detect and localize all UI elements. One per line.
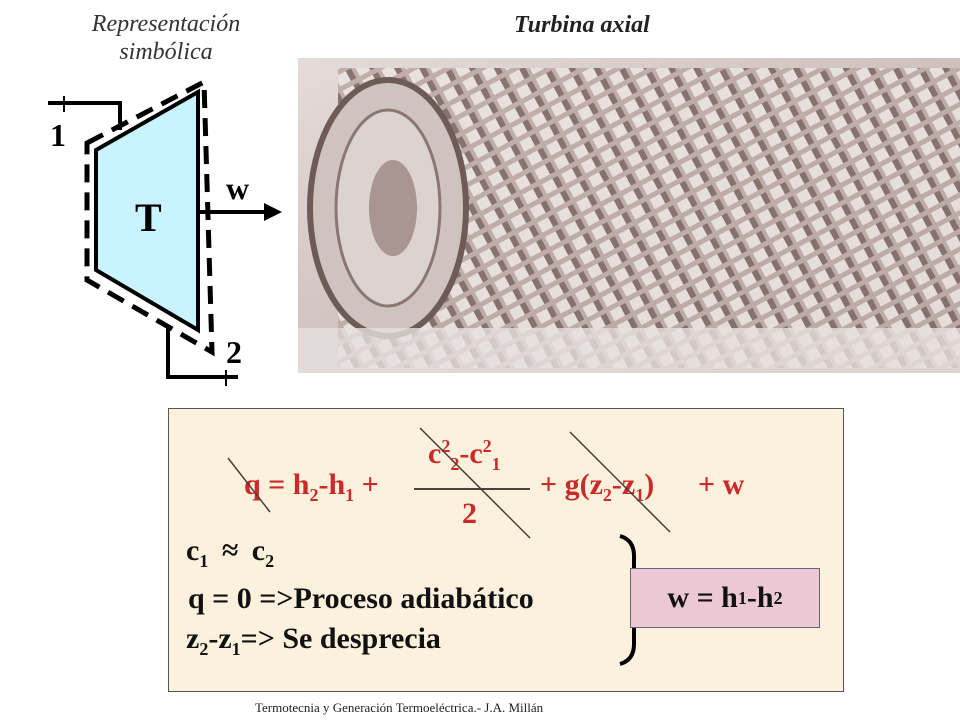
cond-c2: c: [251, 534, 266, 567]
strike-potential: [569, 431, 671, 533]
eq-sub-h1: 1: [345, 485, 355, 505]
cond-rest: => Se desprecia: [240, 622, 441, 655]
eq-close-paren: ): [644, 468, 655, 501]
energy-balance-box: [168, 408, 844, 692]
photo-title: Turbina axial: [514, 12, 650, 38]
eq-sub-z1: 1: [635, 485, 645, 505]
outlet-label: 2: [226, 334, 242, 370]
eq-work-term: + w: [698, 468, 745, 501]
eq-g-term: + g(z: [540, 468, 603, 501]
eq-sub-z2: 2: [602, 485, 612, 505]
numerator-sup-1: 2: [441, 436, 451, 456]
work-label: w: [226, 170, 250, 206]
adiabatic-condition: q = 0 =>Proceso adiabático: [188, 582, 534, 615]
cond-minus-z: -z: [208, 622, 232, 655]
cond-z-sub-2: 2: [199, 639, 209, 659]
axial-turbine-photo: [298, 58, 960, 373]
result-sub-2: 2: [773, 587, 783, 608]
numerator-sub-1: 2: [450, 454, 460, 474]
inlet-label: 1: [50, 117, 66, 153]
eq-minus-h: -h: [318, 468, 346, 501]
cond-sub-1: 1: [199, 551, 209, 571]
work-arrow-head: [264, 203, 282, 221]
outlet-pipe: [166, 328, 238, 379]
eq-plus: +: [354, 468, 379, 501]
kinetic-numerator: c22-c21: [428, 436, 501, 475]
numerator-sup-2: 2: [482, 436, 492, 456]
numerator-minus-c1: -c: [459, 437, 483, 470]
cond-z-sub-1: 1: [231, 639, 241, 659]
result-w-h: w = h: [667, 581, 738, 614]
control-volume-boundary: [84, 80, 215, 357]
eq-minus-z: -z: [611, 468, 636, 501]
energy-equation-lhs: q = h2-h1 +: [244, 468, 379, 506]
cond-c1: c: [186, 534, 200, 567]
turbine-label: T: [135, 195, 162, 240]
inlet-pipe: [48, 101, 122, 130]
eq-sub-h2: 2: [309, 485, 319, 505]
cond-sub-2: 2: [265, 551, 275, 571]
caption-line-1: Representación: [91, 11, 241, 37]
result-minus-h: -h: [746, 581, 774, 614]
result-sub-1: 1: [737, 587, 747, 608]
energy-equation-rhs: + g(z2-z1): [540, 468, 654, 506]
velocity-condition: c1 ≈ c2: [186, 534, 274, 572]
numerator-sub-2: 1: [491, 454, 501, 474]
strike-heat: [227, 457, 271, 513]
caption-line-2: simbólica: [119, 39, 213, 65]
turbine-illustration: [298, 58, 960, 373]
symbolic-representation-caption: Representación simbólica: [58, 10, 274, 66]
eq-q-h: q = h: [244, 468, 310, 501]
cond-z2: z: [186, 622, 200, 655]
cond-approx: ≈: [221, 534, 239, 567]
strike-kinetic: [419, 427, 531, 539]
turbine-diagram: [48, 80, 282, 386]
height-condition: z2-z1=> Se desprecia: [186, 622, 441, 660]
turbine-body: [94, 88, 200, 334]
fraction-bar: [414, 488, 530, 490]
footer-credit: Termotecnia y Generación Termoeléctrica.…: [255, 700, 544, 715]
kinetic-denominator: 2: [462, 497, 477, 530]
